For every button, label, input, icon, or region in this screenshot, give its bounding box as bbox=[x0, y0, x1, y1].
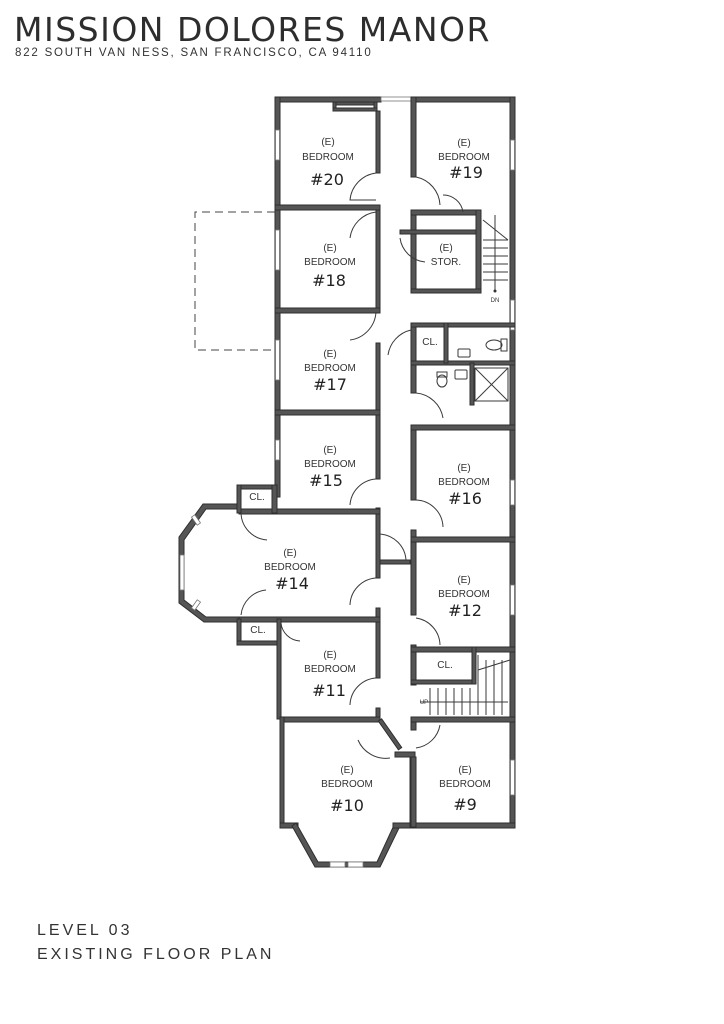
page-title: MISSION DOLORES MANOR bbox=[14, 10, 491, 49]
closet-label-14-bottom: CL. bbox=[250, 625, 266, 636]
svg-text:#9: #9 bbox=[453, 795, 477, 814]
svg-text:#15: #15 bbox=[309, 471, 343, 490]
svg-text:#19: #19 bbox=[449, 163, 483, 182]
plan-name-label: EXISTING FLOOR PLAN bbox=[37, 946, 275, 963]
svg-text:BEDROOM: BEDROOM bbox=[264, 562, 316, 573]
room-label-bedroom-20: (E) BEDROOM #20 bbox=[302, 137, 354, 189]
dashed-balcony-outline bbox=[194, 211, 275, 351]
svg-text:(E): (E) bbox=[321, 137, 334, 148]
svg-text:BEDROOM: BEDROOM bbox=[304, 257, 356, 268]
svg-text:(E): (E) bbox=[457, 575, 470, 586]
svg-text:BEDROOM: BEDROOM bbox=[302, 152, 354, 163]
room-label-bedroom-17: (E) BEDROOM #17 bbox=[304, 349, 356, 394]
svg-text:BEDROOM: BEDROOM bbox=[439, 779, 491, 790]
floor-plan-walls bbox=[178, 96, 516, 868]
room-label-storage: (E) STOR. bbox=[431, 243, 461, 268]
svg-text:BEDROOM: BEDROOM bbox=[321, 779, 373, 790]
svg-text:BEDROOM: BEDROOM bbox=[304, 459, 356, 470]
room-label-bedroom-18: (E) BEDROOM #18 bbox=[304, 243, 356, 290]
room-label-bedroom-15: (E) BEDROOM #15 bbox=[304, 445, 356, 490]
room-label-bedroom-10: (E) BEDROOM #10 bbox=[321, 765, 373, 815]
bathroom-fixtures bbox=[436, 338, 509, 402]
upper-stair: DN bbox=[482, 215, 509, 304]
level-label: LEVEL 03 bbox=[37, 922, 133, 939]
svg-text:(E): (E) bbox=[323, 650, 336, 661]
svg-text:#10: #10 bbox=[330, 796, 364, 815]
svg-text:(E): (E) bbox=[439, 243, 452, 254]
svg-text:(E): (E) bbox=[323, 349, 336, 360]
room-label-bedroom-14: (E) BEDROOM #14 bbox=[264, 548, 316, 593]
room-label-bedroom-16: (E) BEDROOM #16 bbox=[438, 463, 490, 508]
lower-stair: UP bbox=[420, 655, 511, 715]
svg-text:#14: #14 bbox=[275, 574, 309, 593]
svg-text:#20: #20 bbox=[310, 170, 344, 189]
stair-down-label: DN bbox=[491, 298, 500, 304]
closet-label-12: CL. bbox=[437, 660, 453, 671]
svg-text:(E): (E) bbox=[457, 138, 470, 149]
svg-text:#16: #16 bbox=[448, 489, 482, 508]
svg-text:#12: #12 bbox=[448, 601, 482, 620]
svg-text:(E): (E) bbox=[323, 243, 336, 254]
svg-text:(E): (E) bbox=[458, 765, 471, 776]
svg-text:(E): (E) bbox=[283, 548, 296, 559]
svg-text:#17: #17 bbox=[313, 375, 347, 394]
svg-text:BEDROOM: BEDROOM bbox=[438, 589, 490, 600]
svg-text:#18: #18 bbox=[312, 271, 346, 290]
closet-label-bath: CL. bbox=[422, 337, 438, 348]
svg-text:BEDROOM: BEDROOM bbox=[438, 477, 490, 488]
svg-text:BEDROOM: BEDROOM bbox=[438, 152, 490, 163]
svg-text:BEDROOM: BEDROOM bbox=[304, 664, 356, 675]
room-label-bedroom-12: (E) BEDROOM #12 bbox=[438, 575, 490, 620]
closet-label-14-top: CL. bbox=[249, 492, 265, 503]
svg-text:(E): (E) bbox=[323, 445, 336, 456]
room-label-bedroom-19: (E) BEDROOM #19 bbox=[438, 138, 490, 182]
stair-up-label: UP bbox=[420, 700, 428, 706]
room-label-bedroom-11: (E) BEDROOM #11 bbox=[304, 650, 356, 700]
door-swings bbox=[240, 172, 464, 759]
room-label-bedroom-9: (E) BEDROOM #9 bbox=[439, 765, 491, 814]
svg-text:(E): (E) bbox=[340, 765, 353, 776]
svg-text:#11: #11 bbox=[312, 681, 346, 700]
building-address: 822 SOUTH VAN NESS, SAN FRANCISCO, CA 94… bbox=[15, 47, 373, 59]
svg-text:STOR.: STOR. bbox=[431, 257, 461, 268]
svg-text:(E): (E) bbox=[457, 463, 470, 474]
svg-text:BEDROOM: BEDROOM bbox=[304, 363, 356, 374]
